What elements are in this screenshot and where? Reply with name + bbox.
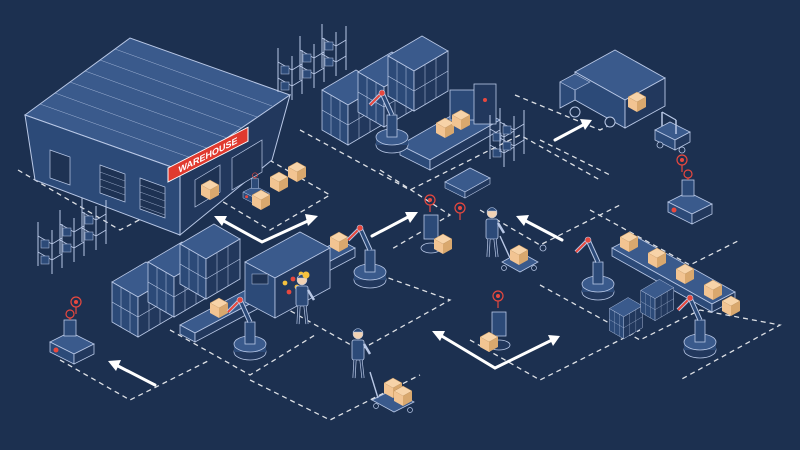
hand-pallet-truck-icon bbox=[499, 235, 547, 273]
delivery-truck-icon bbox=[559, 49, 666, 129]
storage-rack-icon bbox=[609, 279, 674, 340]
worker-icon bbox=[350, 327, 372, 380]
agv-robot-icon bbox=[479, 290, 511, 353]
agv-robot-icon bbox=[49, 296, 95, 365]
storage-rack-icon bbox=[37, 197, 107, 275]
agv-robot-icon bbox=[667, 154, 713, 225]
worker-icon bbox=[484, 206, 506, 259]
conveyor-belt-icon bbox=[179, 231, 356, 343]
hand-pallet-truck-icon bbox=[369, 371, 415, 413]
agv-robot-icon bbox=[420, 194, 453, 255]
forklift-icon bbox=[654, 111, 691, 154]
flow-arrow-icon bbox=[116, 122, 587, 387]
conveyor-belt-icon bbox=[611, 231, 741, 317]
warehouse-building-icon: WAREHOUSE bbox=[23, 37, 292, 237]
conveyor-belt-icon bbox=[399, 83, 501, 171]
pallet-icon bbox=[444, 167, 491, 221]
worker-icon bbox=[294, 271, 316, 326]
flow-arrow-heads bbox=[108, 119, 592, 371]
